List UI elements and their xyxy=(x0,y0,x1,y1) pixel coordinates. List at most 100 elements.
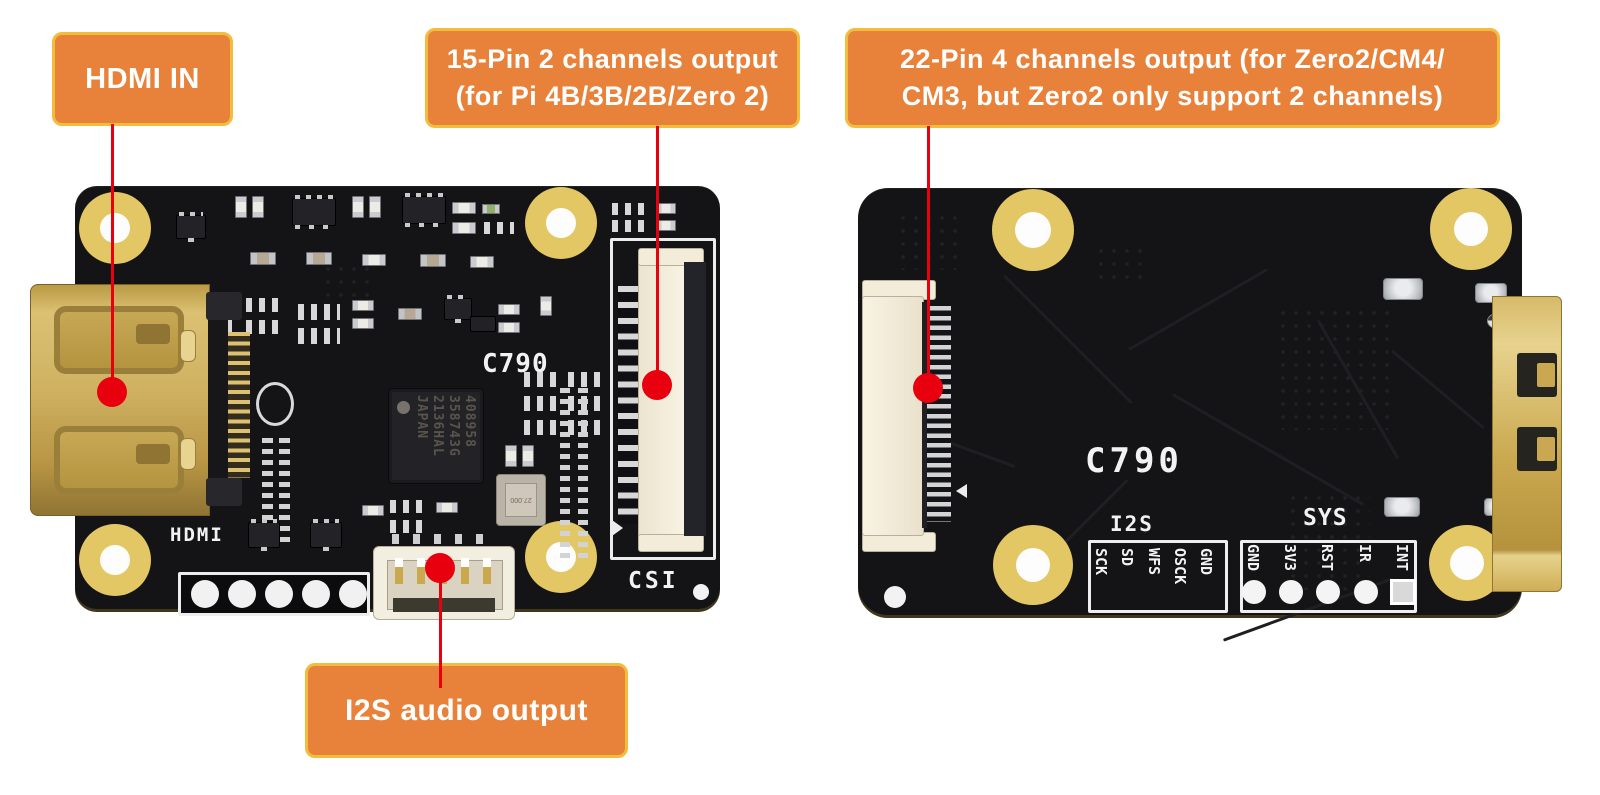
smd-component xyxy=(390,520,424,533)
connector-base xyxy=(208,298,228,500)
sys-pin-label: RST xyxy=(1318,544,1336,572)
silkscreen-outline xyxy=(610,238,716,560)
stamped-slot xyxy=(54,306,184,374)
sys-pin-hole xyxy=(1242,580,1266,604)
smd-component xyxy=(256,382,294,426)
slot-tab xyxy=(136,444,170,464)
smd-component xyxy=(402,193,446,227)
mounting-hole-center xyxy=(1016,548,1050,582)
annotation-line-hdmi xyxy=(111,124,114,392)
via-cluster xyxy=(1280,310,1390,430)
smd-component xyxy=(470,256,494,268)
header-hole xyxy=(228,580,256,608)
sys-pin-hole xyxy=(1316,580,1340,604)
circuit-trace xyxy=(1003,274,1133,405)
callout-22pin-output: 22-Pin 4 channels output (for Zero2/CM4/… xyxy=(845,28,1500,128)
gold-pad xyxy=(180,438,196,470)
smd-component xyxy=(246,298,282,312)
connector-pin xyxy=(395,558,403,584)
connector-pin xyxy=(461,558,469,584)
mounting-hole-center xyxy=(546,208,576,238)
silkscreen-sys-title: SYS xyxy=(1303,505,1348,531)
annotation-dot-22pin xyxy=(913,373,943,403)
connector-pins xyxy=(228,332,250,478)
annotation-line-15pin xyxy=(656,126,659,385)
header-hole xyxy=(302,580,330,608)
smd-component xyxy=(362,254,386,266)
mounting-hole xyxy=(993,525,1073,605)
mounting-hole-center xyxy=(1015,212,1051,248)
smd-component xyxy=(524,396,560,411)
crystal-oscillator: 27.000 xyxy=(496,474,546,526)
board-front: C790 HDMI CSI 408958 358743G 2136HAL JAP… xyxy=(75,186,720,620)
header-hole xyxy=(339,580,367,608)
smd-component xyxy=(612,220,644,232)
circuit-trace xyxy=(1391,349,1485,430)
smd-component xyxy=(250,252,276,265)
i2s-pin-label: SD xyxy=(1118,548,1136,567)
chip-marking-line: JAPAN xyxy=(414,395,429,440)
chip-marking-line: 358743G xyxy=(446,395,461,457)
connector-slot xyxy=(684,262,706,536)
smd-component xyxy=(452,222,476,234)
connector-slot xyxy=(393,598,495,612)
smd-component xyxy=(292,195,336,229)
smd-component xyxy=(436,502,458,513)
smd-component xyxy=(444,295,472,323)
via-cluster xyxy=(1098,248,1148,288)
smd-component xyxy=(352,300,374,311)
cutout-tab xyxy=(1537,437,1555,461)
stamped-slot xyxy=(54,426,184,494)
mounting-hole-center xyxy=(100,545,130,575)
smd-component xyxy=(656,203,676,214)
smd-component xyxy=(279,438,290,544)
smd-component xyxy=(390,500,424,513)
main-chip: 408958 358743G 2136HAL JAPAN xyxy=(388,388,484,484)
sys-pin-hole xyxy=(1354,580,1378,604)
smd-component xyxy=(298,304,340,320)
annotation-line-22pin xyxy=(927,126,930,388)
via-cluster xyxy=(900,215,960,270)
sys-pin-hole xyxy=(1279,580,1303,604)
smd-component xyxy=(484,222,514,234)
callout-text: CM3, but Zero2 only support 2 channels) xyxy=(901,81,1444,111)
mounting-hole-center xyxy=(100,213,130,243)
sys-pin-label: IR xyxy=(1356,544,1374,563)
callout-15pin-output: 15-Pin 2 channels output (for Pi 4B/3B/2… xyxy=(425,28,800,128)
annotation-dot-i2s xyxy=(425,553,455,583)
chip-marking-line: 2136HAL xyxy=(430,395,445,457)
connector-edge xyxy=(922,302,927,528)
smd-component xyxy=(262,438,273,544)
smd-component xyxy=(498,322,520,333)
smd-component xyxy=(524,372,560,387)
annotation-dot-15pin xyxy=(642,370,672,400)
smd-component xyxy=(310,519,342,551)
i2s-pin-label: SCK xyxy=(1092,548,1110,576)
smd-component xyxy=(352,196,364,218)
sys-pin-label: GND xyxy=(1244,544,1262,572)
chip-pin1-dot xyxy=(397,401,410,414)
plastic-block xyxy=(206,478,242,506)
smd-component xyxy=(362,505,384,516)
smd-component xyxy=(352,318,374,329)
drill-hole xyxy=(693,584,709,600)
smd-component xyxy=(482,204,500,214)
smd-component xyxy=(392,534,496,544)
mounting-hole xyxy=(79,192,151,264)
annotation-dot-hdmi xyxy=(97,377,127,407)
smd-component xyxy=(369,196,381,218)
crystal-marking: 27.000 xyxy=(505,483,537,517)
callout-text: (for Pi 4B/3B/2B/Zero 2) xyxy=(455,81,770,111)
silkscreen-csi: CSI xyxy=(628,568,679,594)
smd-component xyxy=(560,388,570,558)
smd-component xyxy=(568,372,604,387)
ffc-connector-22pin xyxy=(862,280,966,552)
i2s-label-box xyxy=(1088,540,1228,613)
pin1-triangle-marker xyxy=(612,520,623,536)
sys-pin-label: 3V3 xyxy=(1281,544,1299,572)
connector-flange xyxy=(638,248,704,266)
plastic-block xyxy=(206,292,242,320)
smd-component xyxy=(246,320,282,334)
via-cluster xyxy=(325,266,375,306)
